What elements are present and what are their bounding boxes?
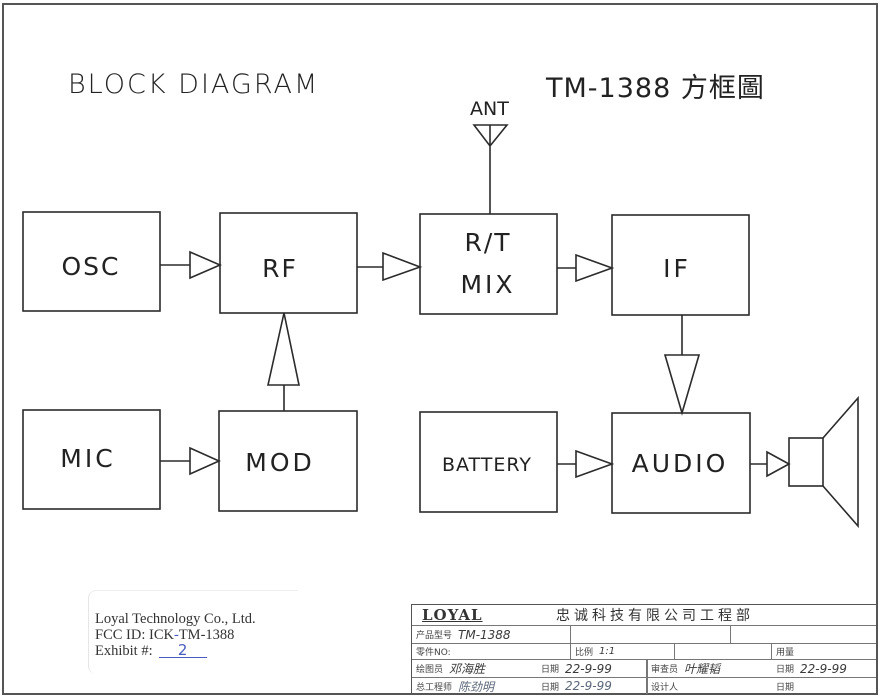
stamp-fcc-prefix: FCC ID: ICK (95, 627, 174, 643)
engineer-signature: 陈劲明 (458, 679, 495, 694)
antenna-icon (472, 124, 509, 214)
block-rf-label: RF (262, 254, 298, 283)
empty-cell-c (675, 644, 772, 659)
product-model-cell: 产品型号 TM-1388 (412, 626, 571, 643)
block-rt-mix-line2: MIX (460, 270, 515, 299)
title-block-row-model: 产品型号 TM-1388 (412, 626, 876, 644)
block-if: IF (611, 214, 750, 316)
product-model-label: 产品型号 (416, 631, 453, 641)
block-rf: RF (219, 212, 358, 314)
scale-cell: 比例 1:1 (571, 644, 675, 659)
block-rt-mix: R/T MIX (419, 213, 558, 315)
block-osc-label: OSC (61, 252, 120, 281)
designer-date-cell: 日期 (772, 678, 876, 694)
arrow-rtmix-to-if (557, 253, 615, 283)
drawer-label: 绘图员 (416, 665, 444, 675)
block-if-label: IF (663, 254, 691, 283)
reviewer-date-value: 22-9-99 (800, 661, 847, 676)
speaker-icon (788, 395, 859, 529)
part-no-cell: 零件NO: (412, 644, 571, 659)
product-model-value: TM-1388 (458, 627, 511, 642)
block-mod-label: MOD (245, 448, 315, 477)
arrow-rf-to-rtmix (357, 251, 423, 282)
stamp-fcc-id: FCC ID: ICK-TM-1388 (95, 627, 298, 643)
stamp-exhibit-value: 2 (158, 643, 207, 658)
reviewer-label: 审查员 (651, 665, 679, 675)
diagram-title: BLOCK DIAGRAM (68, 69, 319, 100)
scale-value: 1:1 (599, 646, 616, 657)
usage-label: 用量 (776, 648, 795, 658)
empty-cell-b (731, 626, 876, 643)
scale-label: 比例 (575, 648, 594, 658)
stamp-exhibit-label: Exhibit #: (95, 643, 153, 659)
title-block-company-cell: 忠诚科技有限公司工程部 (552, 605, 872, 625)
reviewer-date-label: 日期 (776, 665, 795, 675)
engineer-cell: 总工程师 陈劲明 (412, 678, 537, 694)
stamp-fcc-suffix: TM-1388 (178, 627, 235, 643)
block-mod: MOD (218, 410, 358, 512)
designer-label: 设计人 (651, 682, 679, 693)
designer-date-label: 日期 (776, 682, 795, 693)
block-mic: MIC (22, 409, 161, 510)
engineer-date-label: 日期 (541, 682, 560, 693)
antenna: ANT (470, 98, 509, 214)
stamp-fcc-strike: - (173, 627, 179, 643)
part-no-label: 零件NO: (416, 648, 451, 658)
loyal-logo: LOYAL (422, 606, 483, 624)
drawer-date-value: 22-9-99 (565, 661, 612, 676)
reviewer-signature: 叶耀韬 (684, 662, 721, 676)
arrow-mod-to-rf (267, 312, 300, 411)
title-block-row-engineer: 总工程师 陈劲明 日期 22-9-99 设计人 日期 (412, 678, 876, 694)
drawer-cell: 绘图员 邓海胜 (412, 660, 537, 677)
title-block-row-part: 零件NO: 比例 1:1 用量 (412, 644, 876, 660)
arrow-osc-to-rf (160, 250, 223, 280)
title-block-row-header: LOYAL 忠诚科技有限公司工程部 (412, 605, 876, 626)
block-rt-mix-line1: R/T (464, 228, 511, 257)
stamp-exhibit: Exhibit #: 2 (95, 643, 298, 659)
antenna-label: ANT (470, 98, 509, 120)
arrow-mic-to-mod (160, 446, 221, 476)
title-block-company: 忠诚科技有限公司工程部 (556, 608, 754, 624)
title-block: LOYAL 忠诚科技有限公司工程部 产品型号 TM-1388 零件NO: 比例 … (411, 604, 877, 695)
block-battery-label: BATTERY (442, 454, 532, 476)
reviewer-date-cell: 日期 22-9-99 (772, 660, 876, 677)
title-block-row-drawer: 绘图员 邓海胜 日期 22-9-99 审查员 叶耀韬 日期 22-9-99 (412, 660, 876, 678)
model-title: TM-1388 方框圖 (545, 73, 765, 104)
arrow-if-to-audio (663, 315, 701, 416)
fcc-stamp: Loyal Technology Co., Ltd. FCC ID: ICK-T… (88, 590, 298, 674)
drawer-signature: 邓海胜 (449, 662, 486, 676)
empty-cell-a (571, 626, 731, 643)
engineer-date-value: 22-9-99 (565, 679, 612, 693)
arrow-audio-to-speaker (750, 450, 791, 478)
designer-cell: 设计人 (647, 678, 772, 694)
block-audio-label: AUDIO (632, 449, 729, 478)
block-battery: BATTERY (419, 411, 558, 513)
block-osc: OSC (22, 211, 161, 312)
block-audio: AUDIO (611, 412, 751, 514)
title-block-logo-cell: LOYAL (412, 605, 532, 625)
drawer-date-label: 日期 (541, 665, 560, 675)
stamp-company: Loyal Technology Co., Ltd. (95, 611, 256, 627)
reviewer-cell: 审查员 叶耀韬 (647, 660, 772, 677)
usage-cell: 用量 (772, 644, 876, 659)
engineer-date-cell: 日期 22-9-99 (537, 678, 647, 694)
arrow-battery-to-audio (557, 449, 615, 479)
engineer-label: 总工程师 (416, 682, 453, 693)
drawer-date-cell: 日期 22-9-99 (537, 660, 647, 677)
block-mic-label: MIC (60, 444, 115, 473)
title-block-divider (647, 660, 648, 694)
